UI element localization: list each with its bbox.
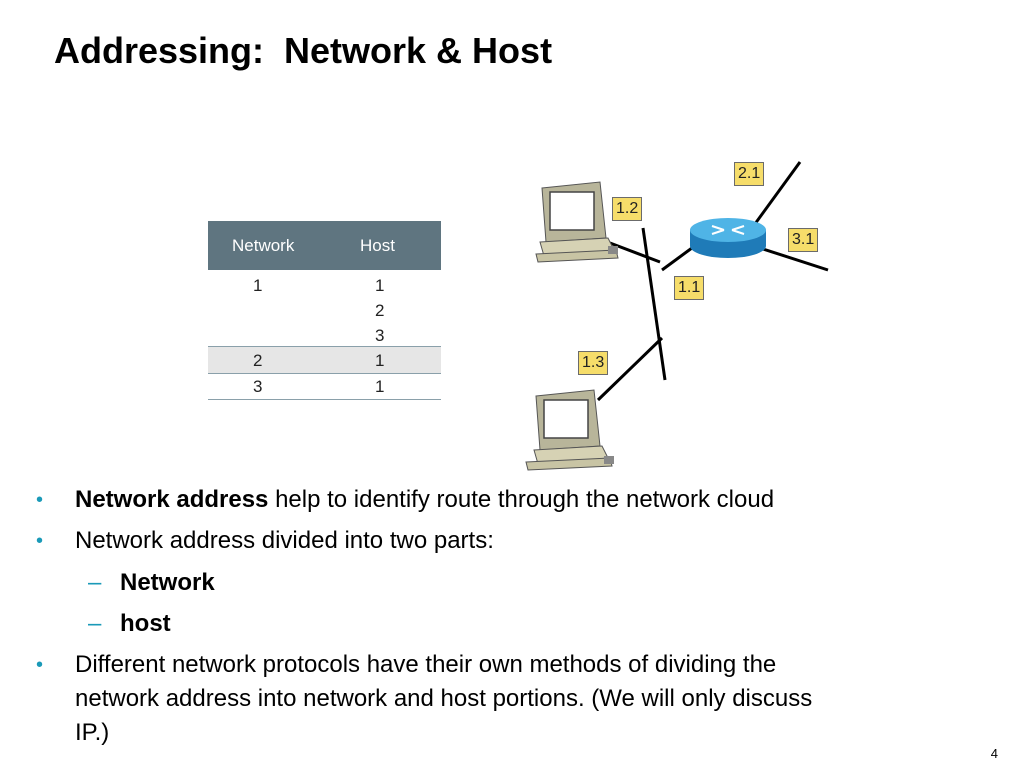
- address-label-3-1: 3.1: [788, 228, 819, 252]
- network-cell: 3: [253, 377, 263, 396]
- bullet-marker: •: [36, 530, 44, 552]
- bullet-marker: •: [36, 654, 44, 676]
- page-number: 4: [990, 746, 998, 761]
- bullet-marker: •: [36, 489, 44, 511]
- bullet-text-line: network address into network and host po…: [75, 685, 813, 712]
- router-icon: [690, 218, 766, 258]
- address-label-2-1: 2.1: [734, 162, 765, 186]
- host-cell: 3: [375, 326, 385, 345]
- bullet-text: help to identify route through the netwo…: [268, 486, 775, 513]
- computer-icon: [535, 181, 619, 263]
- address-label-1-1: 1.1: [674, 276, 705, 300]
- sub-bullet-item: Network: [120, 569, 215, 596]
- host-cell: 1: [375, 351, 385, 370]
- bullet-text-line: IP.): [75, 719, 110, 746]
- bullet-item: Different network protocols have their o…: [75, 648, 812, 750]
- sub-bullet-marker: –: [88, 569, 102, 596]
- network-host-table: Network Host 1 1 2 3 2 1 3 1: [208, 221, 441, 403]
- table-header: Network Host: [208, 221, 441, 270]
- bullet-text: Network address divided into two parts:: [75, 527, 494, 554]
- host-cell: 1: [375, 377, 385, 396]
- network-cell: 2: [253, 351, 263, 370]
- bullet-bold-text: Network address: [75, 486, 269, 513]
- network-diagram: 1.2 2.1 3.1 1.1 1.3: [510, 150, 850, 480]
- address-label-1-2: 1.2: [612, 197, 643, 221]
- bullet-item: Network address help to identify route t…: [75, 483, 774, 517]
- host-cell: 1: [375, 276, 385, 295]
- slide-title: Addressing: Network & Host: [54, 30, 553, 71]
- column-header-network: Network: [232, 235, 295, 255]
- column-header-host: Host: [360, 235, 395, 255]
- host-cell: 2: [375, 301, 385, 320]
- sub-bullet-item: host: [120, 610, 171, 637]
- bullet-item: Network address divided into two parts:: [75, 524, 494, 558]
- computer-icon: [525, 389, 614, 471]
- diagram-lines: [596, 161, 829, 402]
- network-cell: 1: [253, 276, 263, 295]
- address-label-1-3: 1.3: [578, 351, 609, 375]
- bullet-text-line: Different network protocols have their o…: [75, 651, 777, 678]
- sub-bullet-marker: –: [88, 610, 102, 637]
